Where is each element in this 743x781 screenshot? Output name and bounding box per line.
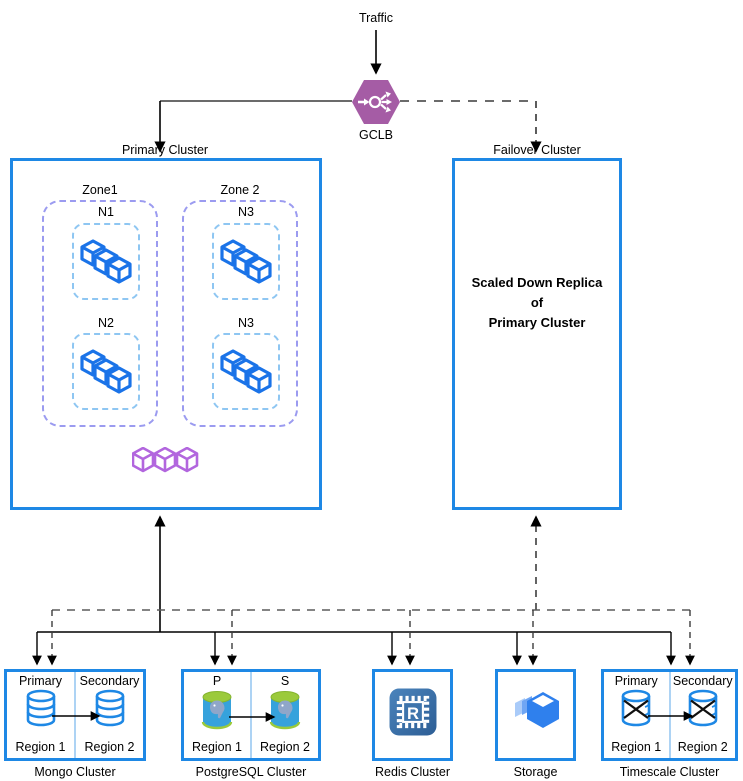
timescale-icon xyxy=(688,689,718,727)
timescale-cluster-box: Primary Region 1 Secondary xyxy=(601,669,738,761)
node-n3a-box xyxy=(212,223,280,300)
node-n1-box xyxy=(72,223,140,300)
postgresql-icon xyxy=(269,691,301,730)
containers-icon xyxy=(220,238,272,284)
timescale-primary-role: Primary xyxy=(614,674,658,688)
failover-cluster-label: Failover Cluster xyxy=(493,143,581,157)
postgres-secondary-region: Region 2 xyxy=(259,740,311,754)
mongo-cluster-caption: Mongo Cluster xyxy=(34,765,116,779)
gclb-label: GCLB xyxy=(358,128,394,142)
postgres-secondary-role: S xyxy=(280,674,290,688)
mongo-primary-half: Primary Region 1 xyxy=(7,672,74,758)
zone2-box xyxy=(182,200,298,427)
primary-cluster-label: Primary Cluster xyxy=(121,143,209,157)
mongo-cluster-box: Primary Region 1 Secondary xyxy=(4,669,146,761)
postgresql-cluster-caption: PostgreSQL Cluster xyxy=(195,765,307,779)
traffic-label: Traffic xyxy=(358,11,394,25)
node-n3a-label: N3 xyxy=(238,205,254,219)
node-n2-box xyxy=(72,333,140,410)
node-n3b-label: N3 xyxy=(238,316,254,330)
postgres-secondary-half: S Region 2 xyxy=(252,672,318,758)
storage-caption: Storage xyxy=(513,765,558,779)
postgresql-icon xyxy=(201,691,233,730)
zone1-box xyxy=(42,200,158,427)
timescale-secondary-role: Secondary xyxy=(672,674,733,688)
gclb-load-balancer xyxy=(352,80,400,124)
redis-cluster-box: R xyxy=(372,669,453,761)
pods-icon xyxy=(132,447,199,473)
mongodb-icon xyxy=(95,689,124,727)
mongodb-icon xyxy=(26,689,55,727)
containers-icon xyxy=(80,348,132,394)
failover-body-text: Scaled Down Replica of Primary Cluster xyxy=(471,275,603,331)
mongo-primary-region: Region 1 xyxy=(15,740,66,754)
timescale-primary-region: Region 1 xyxy=(611,740,662,754)
postgres-primary-half: P Region 1 xyxy=(184,672,250,758)
redis-cluster-caption: Redis Cluster xyxy=(374,765,451,779)
mongo-secondary-role: Secondary xyxy=(79,674,140,688)
redis-icon: R xyxy=(389,688,436,736)
failover-cluster-box: Scaled Down Replica of Primary Cluster xyxy=(452,158,622,510)
containers-icon xyxy=(220,348,272,394)
zone1-label: Zone1 xyxy=(82,183,118,197)
storage-box xyxy=(495,669,576,761)
containers-icon xyxy=(80,238,132,284)
storage-icon xyxy=(514,692,559,728)
node-n2-label: N2 xyxy=(98,316,114,330)
region-divider xyxy=(74,672,76,758)
mongo-primary-role: Primary xyxy=(18,674,63,688)
timescale-primary-half: Primary Region 1 xyxy=(604,672,669,758)
timescale-secondary-region: Region 2 xyxy=(677,740,728,754)
postgres-primary-role: P xyxy=(212,674,222,688)
zone2-label: Zone 2 xyxy=(220,183,260,197)
region-divider xyxy=(250,672,252,758)
node-n1-label: N1 xyxy=(98,205,114,219)
redis-letter: R xyxy=(406,704,418,723)
region-divider xyxy=(668,672,671,758)
timescale-secondary-half: Secondary Region 2 xyxy=(671,672,736,758)
timescale-icon xyxy=(621,689,651,727)
mongo-secondary-region: Region 2 xyxy=(84,740,135,754)
mongo-secondary-half: Secondary Region 2 xyxy=(76,672,143,758)
load-balancer-icon xyxy=(358,91,392,113)
node-n3b-box xyxy=(212,333,280,410)
primary-cluster-box: Zone1 Zone 2 N1 N2 N3 N3 xyxy=(10,158,322,510)
postgres-primary-region: Region 1 xyxy=(191,740,243,754)
postgresql-cluster-box: P Region 1 S Region 2 xyxy=(181,669,321,761)
timescale-cluster-caption: Timescale Cluster xyxy=(619,765,720,779)
